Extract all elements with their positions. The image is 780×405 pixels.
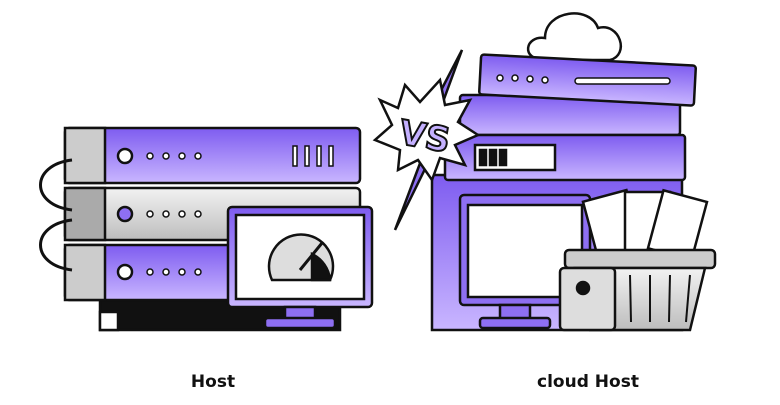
versus-text: VS xyxy=(396,113,453,161)
monitor-with-speed-gauge xyxy=(226,205,374,330)
server-unit xyxy=(63,126,362,185)
cloud-server-stack xyxy=(430,12,697,332)
host-label: Host xyxy=(190,372,236,392)
cable-icon xyxy=(39,158,73,272)
cloud-icon xyxy=(526,12,622,62)
cloud-host-label: cloud Host xyxy=(537,372,639,392)
document-basket xyxy=(558,188,717,332)
folder-icon xyxy=(558,266,617,332)
versus-burst: VS xyxy=(372,49,481,231)
